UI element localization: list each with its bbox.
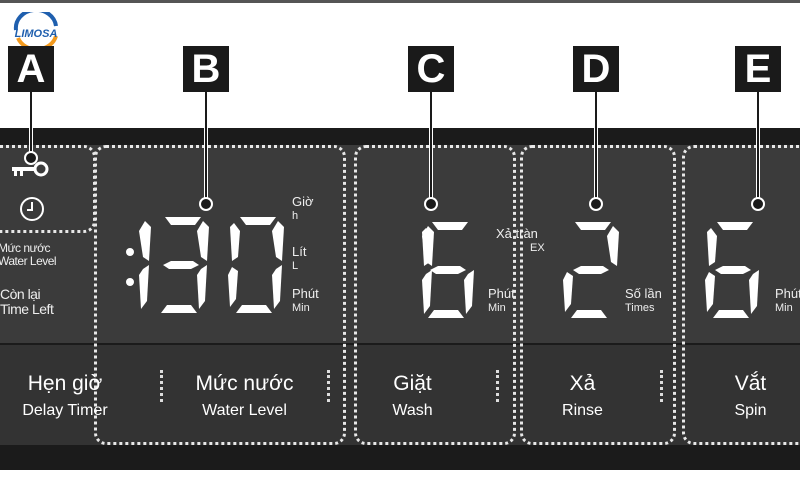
segment-d [161, 305, 197, 313]
segment-e [563, 272, 573, 312]
callout-a: A [8, 46, 54, 92]
wash-digit-2 [417, 220, 479, 325]
callout-e: E [735, 46, 781, 92]
group-b [94, 145, 346, 445]
separator [660, 370, 663, 402]
main-digit-3 [225, 215, 287, 320]
label-vi: Còn lại [0, 286, 41, 302]
group-d [520, 145, 676, 445]
segment-g [573, 266, 609, 274]
main-digit-1 [92, 215, 154, 320]
segment-b [139, 221, 151, 261]
separator [327, 370, 330, 402]
segment-d [713, 310, 749, 318]
segment-c [422, 270, 432, 314]
callout-b: B [183, 46, 229, 92]
indicator-group-a [0, 145, 96, 233]
label-vi: Mức nước [0, 241, 50, 255]
display-area [0, 145, 800, 343]
segment-f [230, 223, 240, 261]
label-en: Water Level [0, 254, 57, 268]
segment-a [432, 222, 468, 230]
segment-a [717, 222, 753, 230]
segment-a [165, 217, 201, 225]
colon [126, 248, 134, 286]
leader-dot [589, 197, 603, 211]
segment-b [272, 221, 284, 261]
separator [160, 370, 163, 402]
segment-c [272, 265, 282, 309]
separator [496, 370, 499, 402]
segment-e [705, 272, 715, 312]
group-e [682, 145, 800, 445]
leader-line [429, 92, 433, 200]
segment-d [236, 305, 272, 313]
rinse-digit [560, 220, 622, 325]
segment-g [715, 266, 751, 274]
segment-g [430, 266, 466, 274]
water-level-indicator: Mức nước Water Level [0, 241, 57, 268]
label-en: Time Left [0, 301, 54, 317]
segment-b [197, 221, 209, 261]
segment-f [422, 228, 432, 266]
segment-a [575, 222, 611, 230]
callout-c: C [408, 46, 454, 92]
time-left-indicator: Còn lại Time Left [0, 286, 54, 317]
main-digit-2 [150, 215, 212, 320]
svg-text:LIMOSA: LIMOSA [15, 28, 58, 40]
segment-b [607, 226, 619, 266]
segment-e [228, 267, 238, 307]
segment-g [163, 261, 199, 269]
leader-line [594, 92, 598, 200]
callout-d: D [573, 46, 619, 92]
segment-c [749, 270, 759, 314]
segment-c [139, 265, 149, 309]
leader-line [756, 92, 760, 200]
segment-c [197, 265, 207, 309]
leader-dot [751, 197, 765, 211]
clock-icon [18, 195, 46, 228]
leader-dot [424, 197, 438, 211]
segment-a [240, 217, 276, 225]
segment-d [428, 310, 464, 318]
group-c [354, 145, 516, 445]
key-icon [12, 160, 50, 185]
leader-dot [24, 151, 38, 165]
segment-c [464, 270, 474, 314]
leader-dot [199, 197, 213, 211]
segment-d [571, 310, 607, 318]
spin-digit [702, 220, 764, 325]
button-strip [0, 345, 800, 445]
top-border [0, 0, 800, 3]
leader-line [204, 92, 208, 200]
segment-f [707, 228, 717, 266]
leader-line [29, 92, 33, 154]
